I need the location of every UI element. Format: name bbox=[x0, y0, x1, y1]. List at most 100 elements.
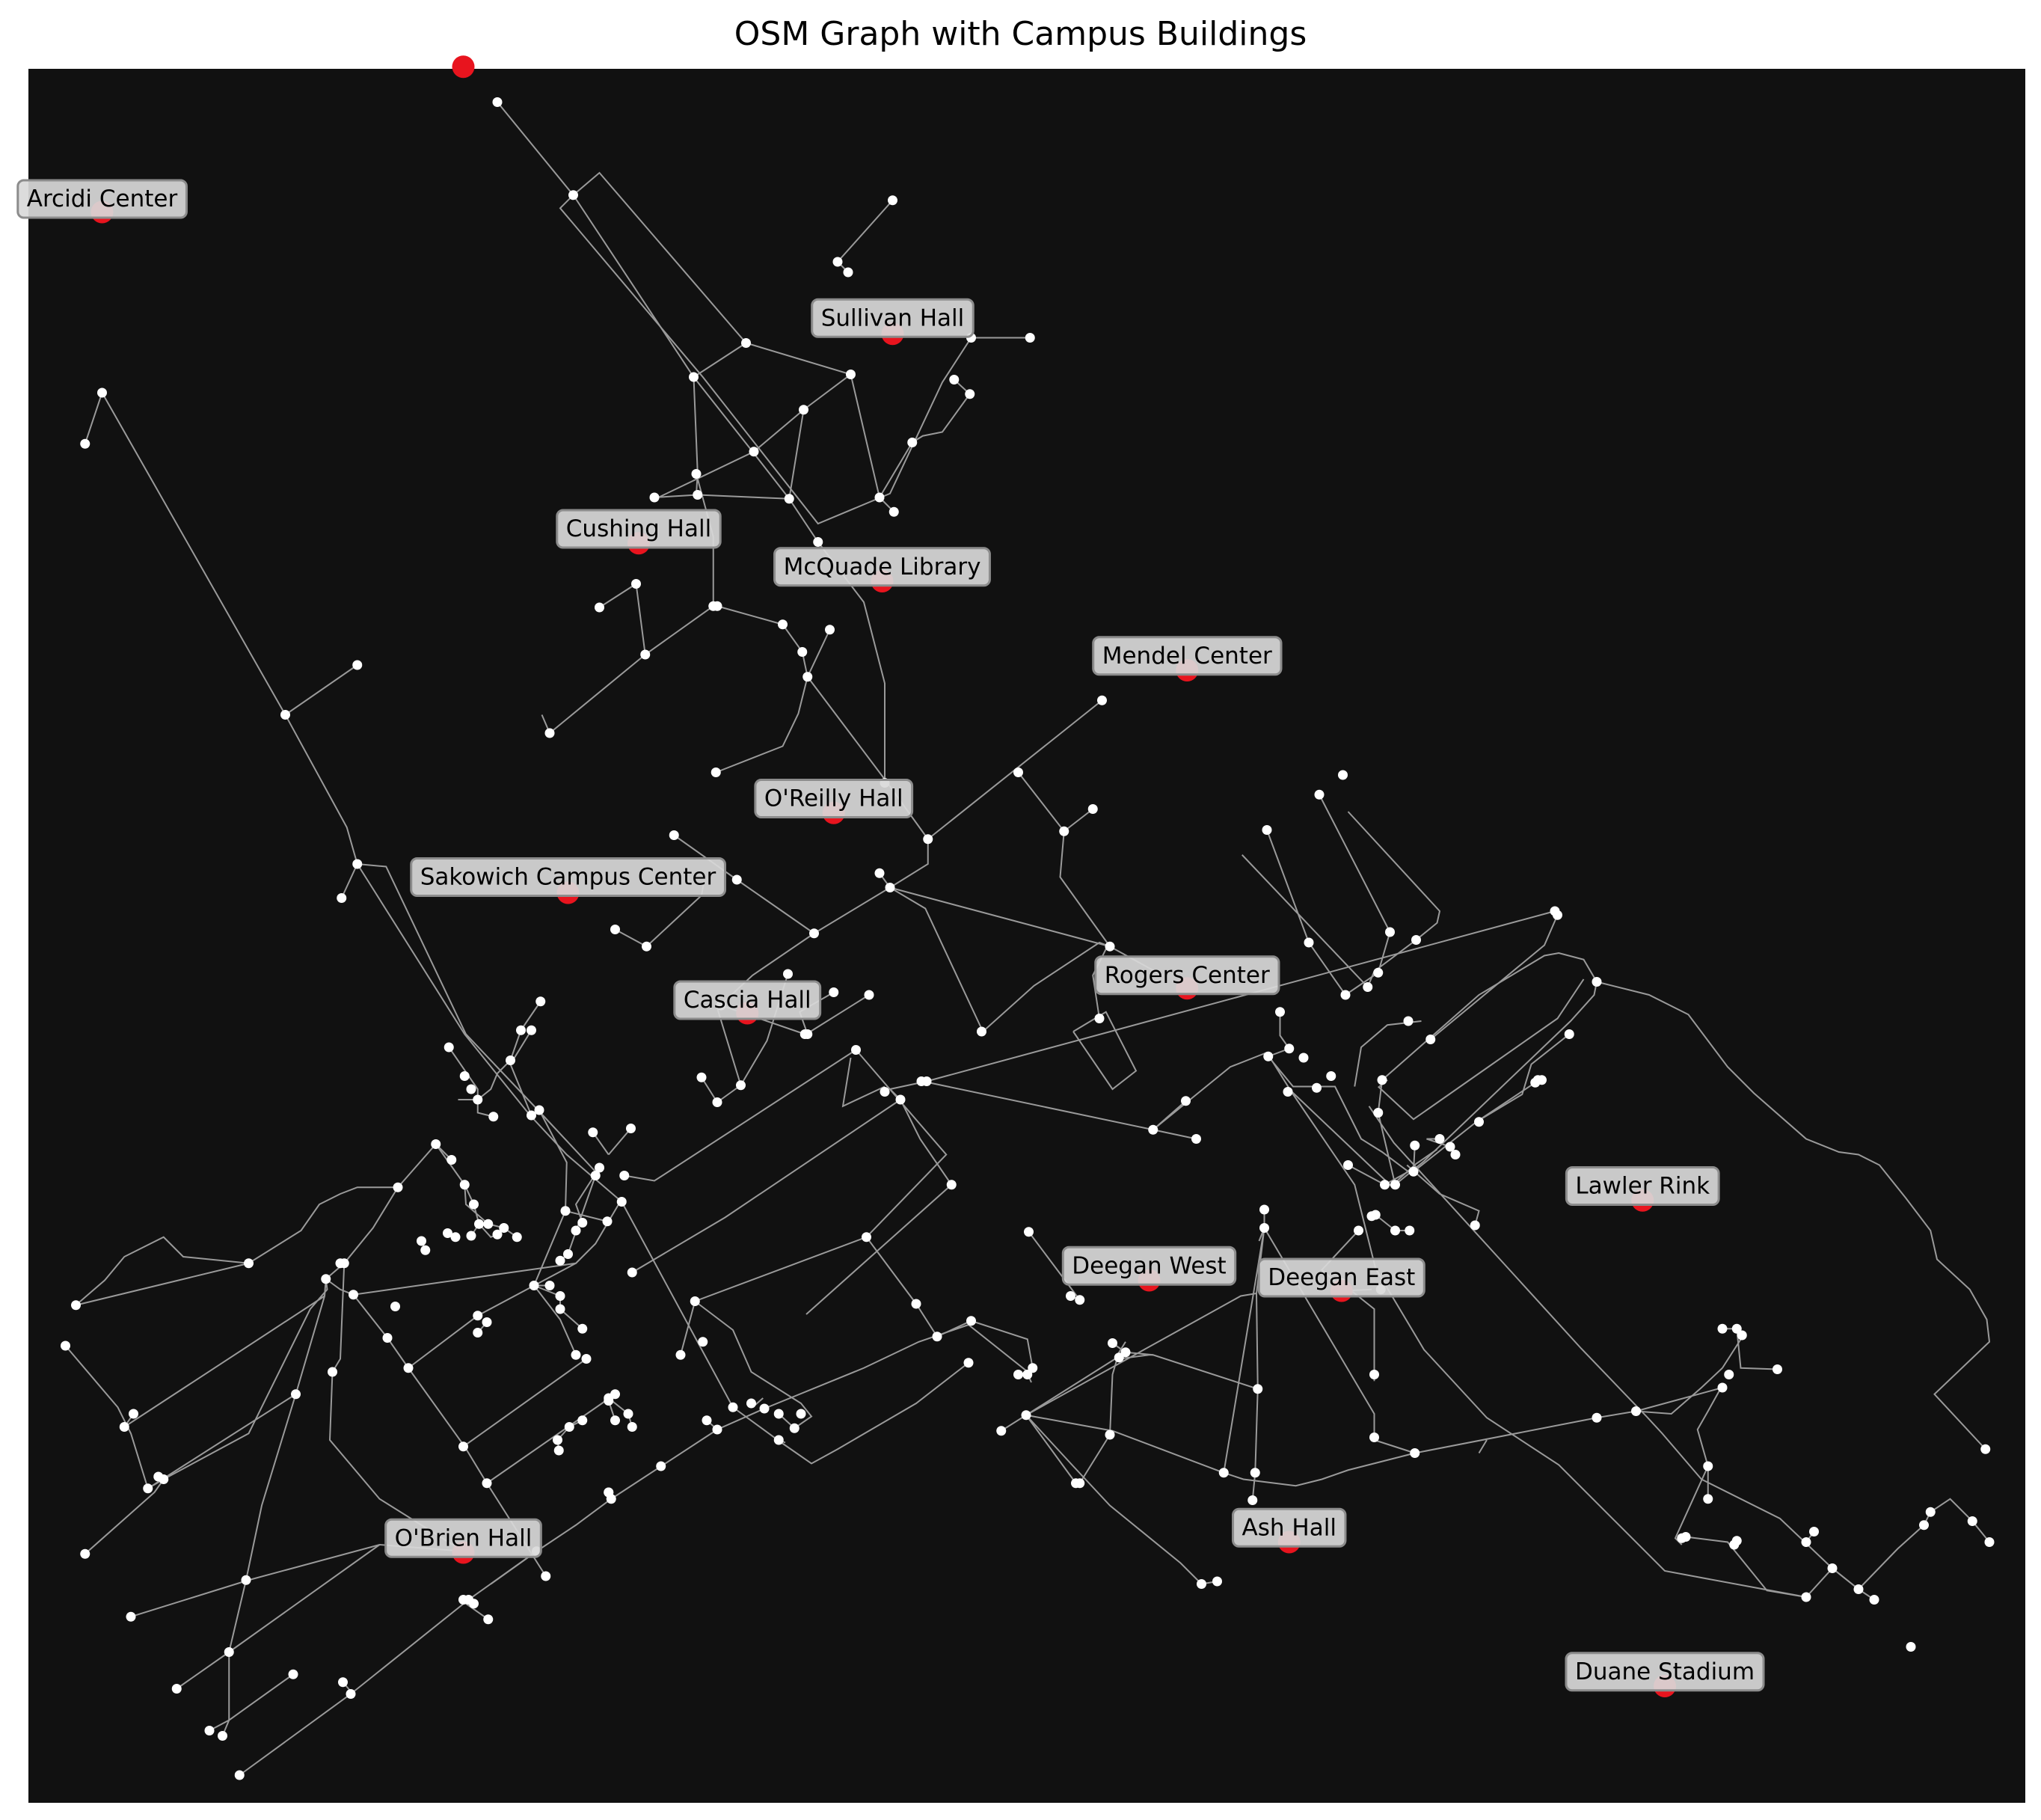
street-node bbox=[778, 619, 788, 630]
street-edge bbox=[1478, 1439, 1488, 1454]
street-edge bbox=[325, 1278, 547, 1577]
street-node bbox=[895, 1094, 906, 1105]
street-node bbox=[474, 1219, 484, 1229]
street-node bbox=[698, 1337, 708, 1347]
street-node bbox=[119, 1422, 129, 1432]
street-node bbox=[1253, 1384, 1263, 1394]
street-node bbox=[880, 1087, 890, 1097]
street-edge bbox=[865, 1237, 1034, 1368]
street-edge bbox=[806, 629, 831, 678]
street-node bbox=[1445, 1142, 1455, 1152]
street-node bbox=[459, 1180, 470, 1190]
street-edge bbox=[1414, 1367, 1723, 1454]
building-label[interactable]: Lawler Rink bbox=[1565, 1166, 1720, 1206]
street-node bbox=[1120, 1347, 1131, 1358]
building-label-text: Cascia Hall bbox=[684, 987, 811, 1014]
street-node bbox=[741, 338, 751, 348]
street-node bbox=[443, 1228, 452, 1238]
street-node bbox=[1408, 1166, 1419, 1177]
street-node bbox=[862, 1232, 871, 1243]
street-node bbox=[571, 1349, 581, 1360]
street-edge bbox=[1025, 1415, 1077, 1484]
street-node bbox=[996, 1426, 1007, 1436]
building-label[interactable]: Sakowich Campus Center bbox=[410, 857, 727, 897]
building-label[interactable]: Deegan East bbox=[1257, 1257, 1425, 1298]
street-node bbox=[234, 1770, 245, 1780]
street-node bbox=[1071, 1478, 1081, 1489]
street-node bbox=[595, 602, 604, 613]
building-label[interactable]: O'Reilly Hall bbox=[754, 779, 914, 818]
street-node bbox=[349, 1290, 358, 1300]
street-node bbox=[529, 1281, 539, 1290]
street-node bbox=[1703, 1461, 1713, 1471]
street-edge bbox=[284, 664, 358, 716]
building-label[interactable]: Sullivan Hall bbox=[811, 298, 975, 338]
street-node bbox=[691, 469, 702, 479]
street-node bbox=[321, 1274, 331, 1284]
street-node bbox=[126, 1611, 136, 1622]
street-node bbox=[390, 1302, 400, 1311]
building-label[interactable]: Ash Hall bbox=[1232, 1507, 1347, 1548]
street-edge bbox=[1374, 1439, 1416, 1454]
street-node bbox=[965, 389, 975, 399]
street-node bbox=[1087, 804, 1098, 814]
street-node bbox=[610, 925, 620, 934]
street-node bbox=[825, 625, 835, 635]
street-node bbox=[553, 1445, 564, 1456]
street-node bbox=[1197, 1579, 1206, 1589]
street-node bbox=[1410, 1140, 1420, 1150]
street-node bbox=[784, 494, 794, 504]
street-edge bbox=[76, 1262, 249, 1306]
street-node bbox=[244, 1258, 254, 1269]
street-node bbox=[1853, 1584, 1864, 1594]
building-label-text: Deegan West bbox=[1072, 1252, 1226, 1279]
street-edge bbox=[357, 863, 596, 1172]
street-node bbox=[1218, 1468, 1229, 1478]
building-label[interactable]: Mendel Center bbox=[1092, 636, 1283, 676]
street-node bbox=[1869, 1595, 1879, 1605]
street-edge bbox=[1406, 1164, 1480, 1226]
street-node bbox=[923, 834, 933, 845]
building-label[interactable]: Cascia Hall bbox=[673, 980, 822, 1020]
street-node bbox=[731, 874, 742, 885]
street-edge bbox=[1223, 1228, 1265, 1473]
street-node bbox=[1181, 1096, 1191, 1106]
building-label[interactable]: Cushing Hall bbox=[556, 509, 722, 549]
street-node bbox=[1283, 1087, 1293, 1097]
street-node bbox=[1312, 1082, 1322, 1093]
building-label[interactable]: Rogers Center bbox=[1094, 955, 1280, 996]
street-node bbox=[1703, 1494, 1713, 1504]
street-node bbox=[458, 1441, 468, 1452]
street-node bbox=[595, 1162, 604, 1173]
street-node bbox=[129, 1409, 138, 1419]
street-node bbox=[544, 728, 555, 738]
building-label-text: O'Brien Hall bbox=[395, 1525, 532, 1551]
street-node bbox=[420, 1245, 431, 1255]
street-node bbox=[789, 1423, 799, 1433]
street-edge bbox=[64, 1345, 165, 1490]
street-edge bbox=[701, 1076, 718, 1103]
street-node bbox=[911, 1299, 921, 1309]
street-node bbox=[352, 859, 363, 869]
building-label[interactable]: Duane Stadium bbox=[1565, 1652, 1765, 1692]
building-label[interactable]: O'Brien Hall bbox=[384, 1518, 542, 1558]
street-node bbox=[1411, 935, 1421, 945]
building-label[interactable]: Deegan West bbox=[1061, 1245, 1237, 1286]
street-edge bbox=[654, 494, 698, 498]
street-node bbox=[1773, 1364, 1782, 1374]
street-node bbox=[885, 883, 895, 892]
street-node bbox=[492, 97, 503, 107]
street-node bbox=[1097, 695, 1107, 705]
street-node bbox=[466, 1231, 476, 1241]
street-edge bbox=[1685, 1536, 1807, 1598]
building-label[interactable]: Arcidi Center bbox=[16, 179, 188, 219]
street-node bbox=[712, 1424, 722, 1435]
street-node bbox=[482, 1478, 492, 1489]
street-node bbox=[555, 1304, 565, 1314]
street-node bbox=[604, 1487, 614, 1498]
building-label-text: Duane Stadium bbox=[1575, 1658, 1755, 1685]
street-node bbox=[1028, 1363, 1038, 1373]
building-label[interactable]: McQuade Library bbox=[773, 547, 991, 587]
